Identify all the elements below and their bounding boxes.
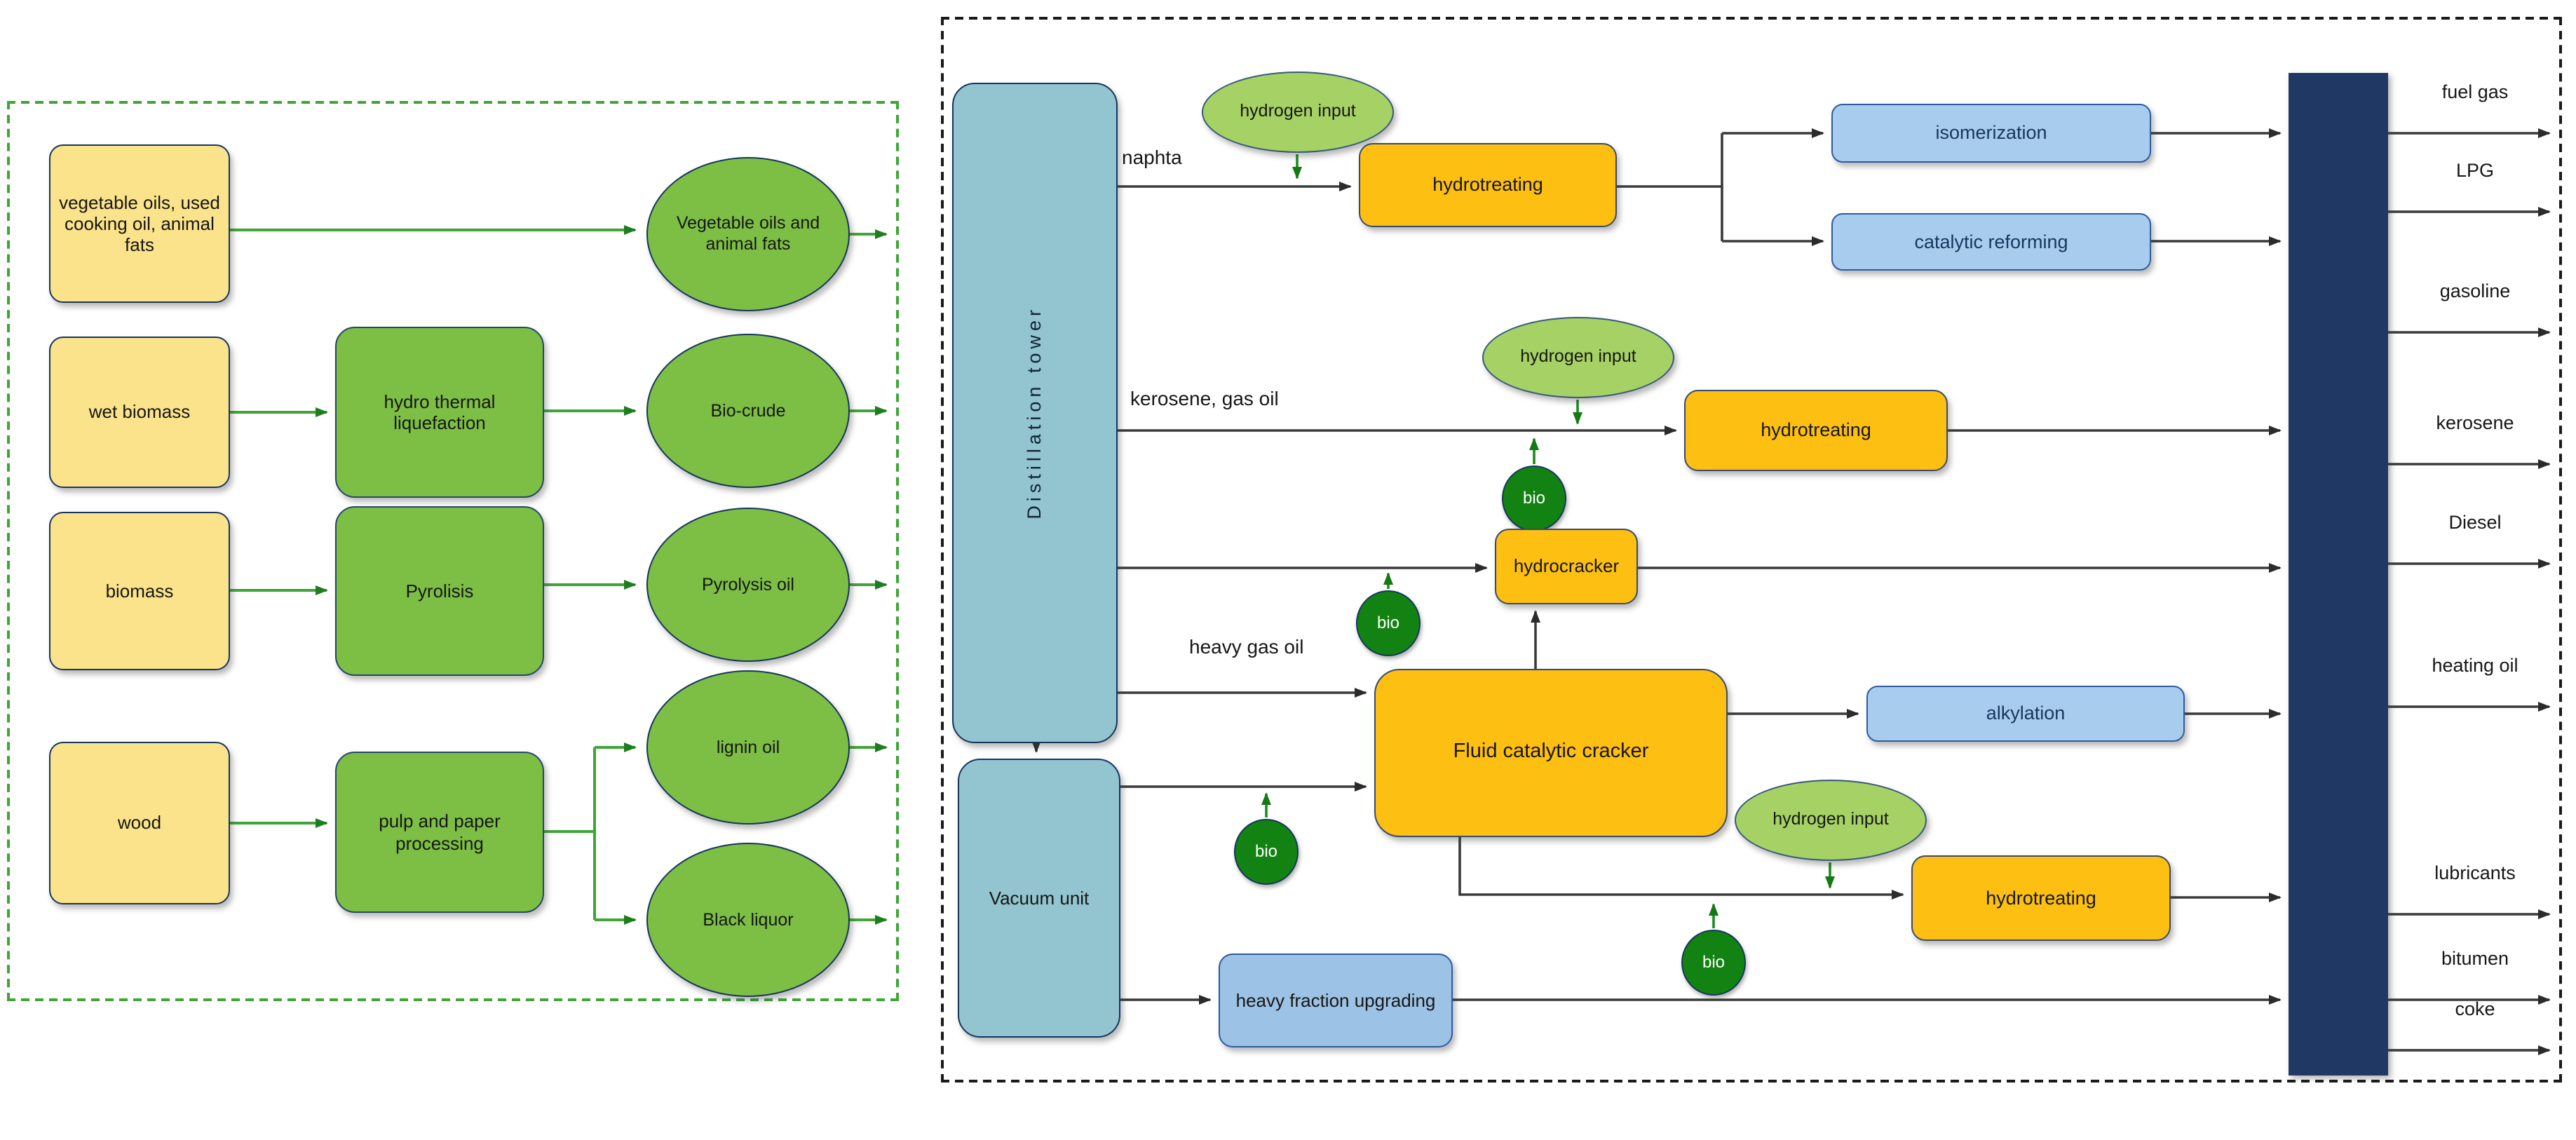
stream-label-kerosene-gas-oil: kerosene, gas oil xyxy=(1130,387,1279,409)
hydrogen-input-2: hydrogen input xyxy=(1482,317,1674,398)
feedstock-wet-biomass: wet biomass xyxy=(49,337,230,488)
product-label-coke: coke xyxy=(2455,998,2495,1019)
product-label-gasoline: gasoline xyxy=(2439,280,2511,301)
unit-vacuum: Vacuum unit xyxy=(958,759,1120,1038)
feedstock-vegetable-oils: vegetable oils, used cooking oil, animal… xyxy=(49,144,230,303)
product-label-lpg: LPG xyxy=(2455,160,2494,181)
unit-hydrotreating-kerosene: hydrotreating xyxy=(1684,390,1948,471)
product-label-lubricants: lubricants xyxy=(2434,862,2516,883)
unit-hydrotreating-naphta: hydrotreating xyxy=(1359,143,1617,227)
bioproduct-vegetable-oils: Vegetable oils and animal fats xyxy=(646,157,850,311)
bio-input-3: bio xyxy=(1234,819,1299,885)
process-pulp-paper: pulp and paper processing xyxy=(335,752,544,913)
bioproduct-lignin-oil: lignin oil xyxy=(646,670,850,825)
unit-hydrotreating-fcc: hydrotreating xyxy=(1911,855,2171,941)
unit-hydrocracker: hydrocracker xyxy=(1495,529,1638,604)
distillation-tower-label: Distillation tower xyxy=(1024,306,1045,520)
bio-input-2: bio xyxy=(1356,590,1421,656)
unit-alkylation: alkylation xyxy=(1866,686,2185,742)
hydrogen-input-1: hydrogen input xyxy=(1202,72,1394,153)
stream-label-heavy-gas-oil: heavy gas oil xyxy=(1189,635,1304,658)
process-pyrolisis: Pyrolisis xyxy=(335,506,544,676)
unit-distillation-tower: Distillation tower xyxy=(952,83,1118,743)
feedstock-biomass: biomass xyxy=(49,512,230,670)
bioproduct-pyrolysis-oil: Pyrolysis oil xyxy=(646,508,850,662)
bio-input-4: bio xyxy=(1681,930,1746,996)
product-label-fuel-gas: fuel gas xyxy=(2441,81,2509,102)
hydrogen-input-3: hydrogen input xyxy=(1735,780,1927,861)
blending-pool-bar xyxy=(2289,73,2388,1075)
unit-fluid-catalytic-cracker: Fluid catalytic cracker xyxy=(1374,669,1728,837)
biofeedstock-panel-border xyxy=(7,101,899,1001)
stream-label-naphta: naphta xyxy=(1122,146,1182,168)
bioproduct-black-liquor: Black liquor xyxy=(646,843,850,997)
unit-heavy-fraction-upgrading: heavy fraction upgrading xyxy=(1219,954,1453,1047)
product-label-kerosene: kerosene xyxy=(2436,412,2514,433)
product-label-heating-oil: heating oil xyxy=(2432,655,2519,676)
unit-isomerization: isomerization xyxy=(1831,104,2151,163)
refinery-panel-border xyxy=(941,17,2562,1083)
process-hydrothermal-liquefaction: hydro thermal liquefaction xyxy=(335,327,544,498)
bioproduct-bio-crude: Bio-crude xyxy=(646,334,850,488)
bio-input-1: bio xyxy=(1502,466,1566,531)
product-label-bitumen: bitumen xyxy=(2441,948,2509,969)
feedstock-wood: wood xyxy=(49,742,230,904)
product-label-diesel: Diesel xyxy=(2448,512,2502,533)
unit-catalytic-reforming: catalytic reforming xyxy=(1831,213,2151,271)
